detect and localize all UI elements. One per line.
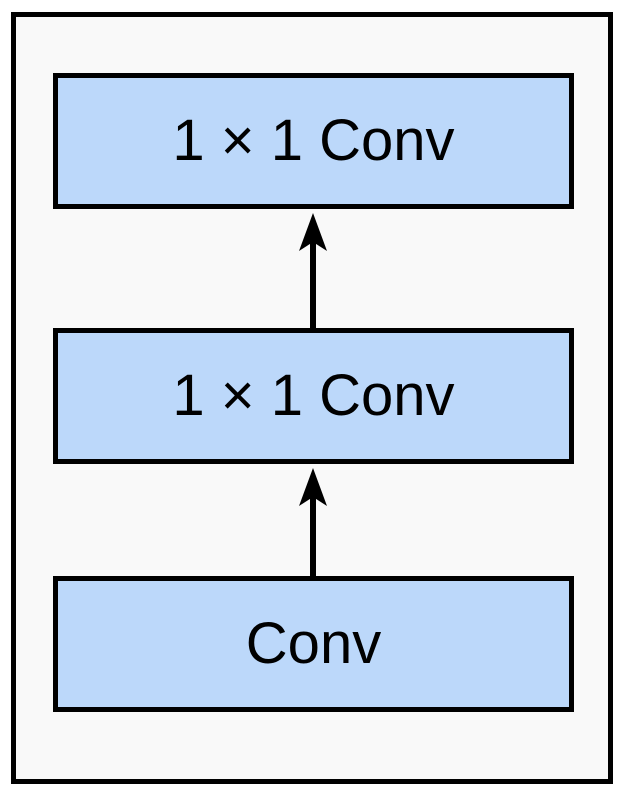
- conv-1x1-middle-label: 1 × 1 Conv: [172, 363, 455, 428]
- conv-1x1-top-label: 1 × 1 Conv: [172, 108, 455, 173]
- conv-1x1-middle-block: 1 × 1 Conv: [53, 328, 574, 464]
- conv-1x1-top-block: 1 × 1 Conv: [53, 73, 574, 209]
- conv-label: Conv: [245, 611, 382, 676]
- conv-block: Conv: [53, 576, 574, 712]
